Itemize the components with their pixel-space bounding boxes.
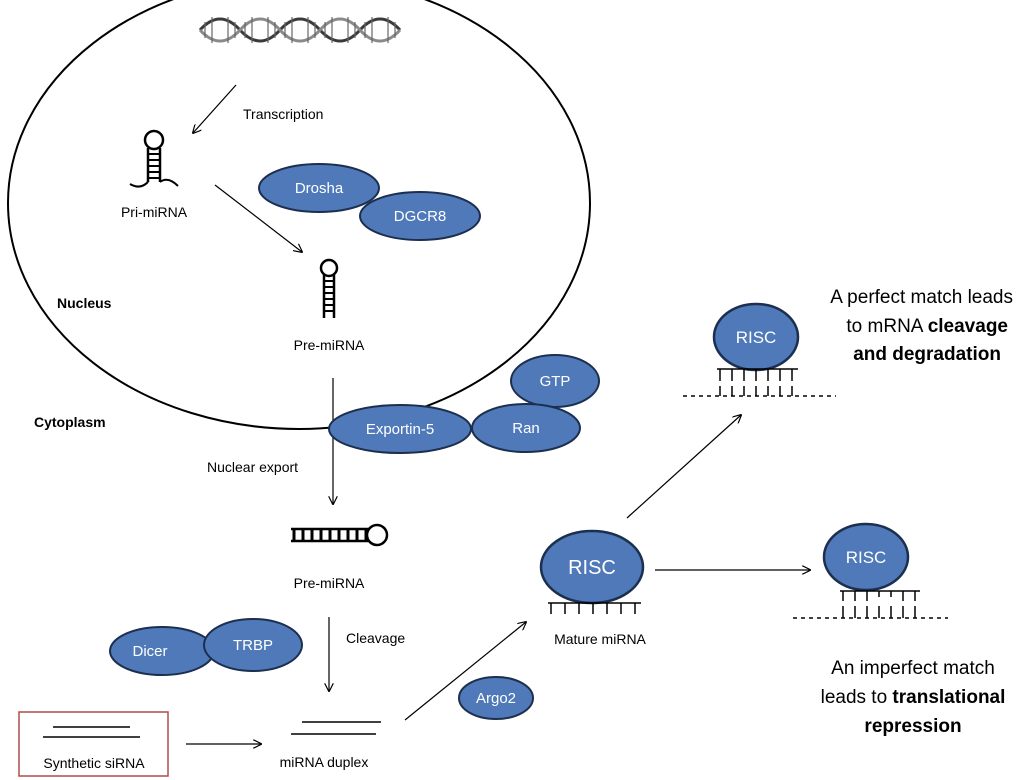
imperfect-match-caption: An imperfect match leads to translationa… xyxy=(821,658,1006,737)
perfect-line-1: A perfect match leads xyxy=(830,287,1013,308)
drosha-label: Drosha xyxy=(295,180,344,197)
arrow-risc-loading xyxy=(404,622,526,721)
argo2-label: Argo2 xyxy=(476,690,516,707)
gtp-molecule: GTP xyxy=(510,354,600,408)
gtp-label: GTP xyxy=(540,373,571,390)
trbp-label: TRBP xyxy=(233,637,273,654)
ran-protein: Ran xyxy=(471,403,581,453)
risc-complex-perfect: RISC xyxy=(712,302,800,372)
dicer-label: Dicer xyxy=(132,643,167,660)
mature-mirna-strand-icon xyxy=(548,602,641,614)
dna-helix-icon xyxy=(198,17,402,43)
label-cytoplasm: Cytoplasm xyxy=(34,414,106,430)
arrow-transcription xyxy=(193,84,237,133)
label-synthetic-sirna: Synthetic siRNA xyxy=(43,755,145,771)
label-pre-mirna-cytoplasm: Pre-miRNA xyxy=(294,575,365,591)
nucleus-membrane xyxy=(7,0,591,430)
label-pre-mirna-nucleus: Pre-miRNA xyxy=(294,337,365,353)
arrow-to-perfect-match xyxy=(626,415,741,519)
perfect-line-3: and degradation xyxy=(853,344,1001,365)
arrow-drosha-processing xyxy=(214,184,302,252)
argo2-protein: Argo2 xyxy=(458,676,534,720)
label-mature-mirna: Mature miRNA xyxy=(554,631,646,647)
label-mirna-duplex: miRNA duplex xyxy=(280,754,369,770)
pre-mirna-cytoplasm-icon xyxy=(291,523,389,547)
imperfect-line-3: repression xyxy=(864,716,961,737)
dgcr8-label: DGCR8 xyxy=(394,208,447,225)
dgcr8-protein: DGCR8 xyxy=(359,191,481,241)
perfect-match-caption: A perfect match leads to mRNA cleavage a… xyxy=(830,287,1013,365)
risc-main-label: RISC xyxy=(568,557,616,579)
perfect-match-mrna-icon xyxy=(683,368,836,397)
synthetic-sirna-box xyxy=(18,711,169,777)
exportin5-label: Exportin-5 xyxy=(366,421,434,438)
ran-label: Ran xyxy=(512,420,540,437)
risc-complex-imperfect: RISC xyxy=(822,522,910,592)
imperfect-line-2: leads to translational xyxy=(821,687,1006,708)
pre-mirna-hairpin-icon xyxy=(319,258,339,318)
label-nuclear-export: Nuclear export xyxy=(207,459,298,475)
pri-mirna-hairpin-icon xyxy=(129,129,179,188)
label-transcription: Transcription xyxy=(243,106,323,122)
label-nucleus: Nucleus xyxy=(57,295,112,311)
risc-imperfect-label: RISC xyxy=(846,548,887,567)
exportin5-protein: Exportin-5 xyxy=(328,404,472,454)
risc-complex-main: RISC xyxy=(539,529,645,605)
risc-perfect-label: RISC xyxy=(736,328,777,347)
synthetic-sirna-duplex-icon xyxy=(43,726,140,738)
drosha-protein: Drosha xyxy=(258,163,380,213)
label-cleavage: Cleavage xyxy=(346,630,405,646)
label-pri-mirna: Pri-miRNA xyxy=(121,204,188,220)
perfect-line-2: to mRNA cleavage xyxy=(846,316,1008,337)
dicer-protein: Dicer xyxy=(109,626,215,676)
trbp-protein: TRBP xyxy=(203,618,303,672)
imperfect-match-mrna-icon xyxy=(793,590,948,619)
imperfect-line-1: An imperfect match xyxy=(831,658,995,679)
mirna-duplex-icon xyxy=(291,721,381,735)
